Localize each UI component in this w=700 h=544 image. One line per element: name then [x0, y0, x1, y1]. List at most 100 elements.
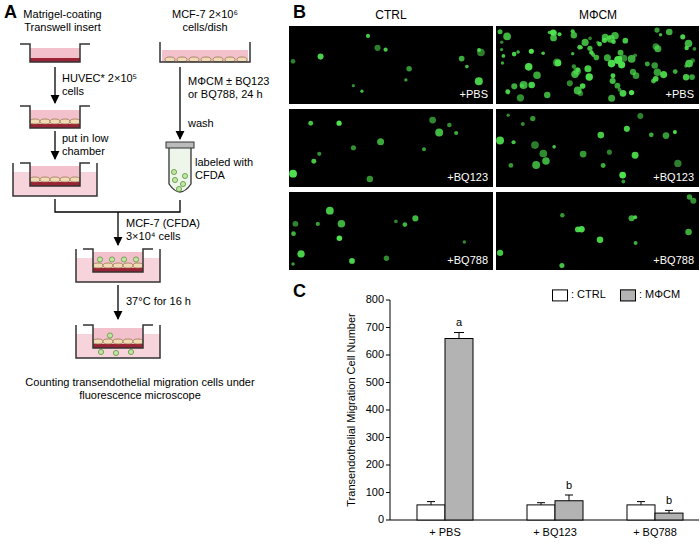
fluorescent-cell [560, 213, 565, 218]
huvec-cell [70, 119, 80, 124]
huvec-cell [133, 263, 143, 268]
huvec-cell [133, 339, 143, 344]
fluorescent-cell [404, 78, 407, 81]
cfda-cell [109, 257, 114, 262]
fluorescent-cell [512, 52, 517, 57]
fluorescent-cell [521, 122, 525, 126]
huvec-cell [113, 339, 123, 344]
fluorescent-cell [383, 48, 387, 52]
fluorescent-cell [573, 68, 580, 75]
fluorescent-cell [498, 29, 503, 34]
fluorescent-cell [496, 137, 504, 145]
dish-outline [160, 42, 250, 62]
medium [162, 50, 248, 62]
fluorescent-cell [674, 160, 681, 167]
column-header: CTRL [375, 8, 406, 22]
cfda-cell [172, 177, 177, 182]
fluorescent-cell [503, 33, 511, 41]
fluorescent-cell [497, 250, 503, 256]
fluorescent-cell [557, 32, 561, 36]
fluorescent-cell [621, 180, 625, 184]
step-label: put in low chamber [62, 132, 132, 158]
fluorescent-cell [559, 263, 564, 268]
legend-swatch [620, 289, 636, 301]
tick [386, 327, 390, 328]
fluorescent-cell [586, 73, 593, 80]
huvec-cell [40, 119, 50, 124]
insert-outline [20, 163, 90, 186]
fluorescent-cell [349, 258, 355, 264]
micrograph-panel: +PBS [496, 26, 699, 104]
well-outline [13, 163, 97, 196]
fluorescent-cell [520, 81, 528, 89]
node-text: labeled with CFDA [195, 156, 266, 182]
error-bar [565, 495, 573, 501]
huvec-cell [50, 177, 60, 182]
centrifuge-tube [166, 142, 194, 192]
fluorescent-cell [611, 32, 619, 40]
fluorescent-cell [459, 56, 465, 62]
fluorescent-cell [601, 163, 606, 168]
fluorescent-cell [475, 77, 483, 85]
tick [386, 492, 390, 493]
huvec-cell [93, 339, 103, 344]
fluorescent-cell [516, 50, 520, 54]
tube-outline [169, 148, 191, 192]
micrograph-panel: +BQ123 [289, 109, 493, 187]
fluorescent-cell [336, 121, 341, 126]
tick [386, 520, 390, 521]
insert-heading: Matrigel-coating Transwell insert [5, 8, 120, 66]
fluorescent-cell [660, 71, 667, 78]
tick-label: 600 [366, 348, 384, 361]
step-arrow [117, 212, 118, 245]
category-label: + BQ123 [533, 526, 577, 539]
medium [93, 252, 143, 272]
fluorescent-cell [654, 69, 661, 76]
fluorescent-cell [588, 36, 592, 40]
fluorescent-cell [311, 159, 316, 164]
huvec-cell [60, 177, 70, 182]
fluorescent-cell [651, 79, 656, 84]
fluorescent-cell [680, 34, 685, 39]
fluorescent-cell [509, 163, 514, 168]
fluorescent-cell [608, 95, 615, 102]
bar [555, 501, 583, 520]
fluorescent-cell [338, 220, 346, 228]
legend-item: : CTRL [552, 288, 606, 301]
fluorescent-cell [507, 114, 510, 117]
chamber-with-insert [13, 163, 97, 196]
step-label: wash [188, 117, 214, 130]
fluorescent-cell [580, 151, 587, 158]
treatment-label: +PBS [666, 88, 694, 101]
huvec-cell [50, 119, 60, 124]
bar [627, 505, 655, 520]
fluorescent-cell [663, 132, 670, 139]
bar [655, 513, 683, 520]
fluorescent-cell [608, 36, 612, 40]
chamber-with-cells [76, 249, 160, 282]
cfda-cell [171, 169, 176, 174]
culture-dish [160, 42, 250, 62]
fluorescent-cell [637, 113, 643, 119]
fluorescent-cell [352, 84, 355, 87]
fluorescent-cell [610, 78, 616, 84]
fluorescent-cell [607, 150, 612, 155]
huvec-cell [103, 263, 113, 268]
fluorescent-cell [553, 59, 561, 67]
cfda-cell [176, 186, 181, 191]
fluorescent-cell [317, 152, 321, 156]
tick-label: 100 [366, 486, 384, 499]
micrograph-panel: +BQ123 [496, 109, 699, 187]
micrograph-panel: +BQ788 [496, 192, 699, 270]
significance-letter: b [566, 479, 572, 492]
fluorescent-cell [690, 198, 696, 204]
insert-outline [83, 325, 153, 348]
medium [93, 328, 143, 348]
step-arrow [54, 131, 55, 159]
fluorescent-cell [598, 132, 605, 139]
fluorescent-cell [555, 60, 562, 67]
step-arrow [54, 67, 55, 103]
fluorescent-cell [684, 64, 687, 67]
error-bar [537, 503, 545, 505]
tick [386, 382, 390, 383]
